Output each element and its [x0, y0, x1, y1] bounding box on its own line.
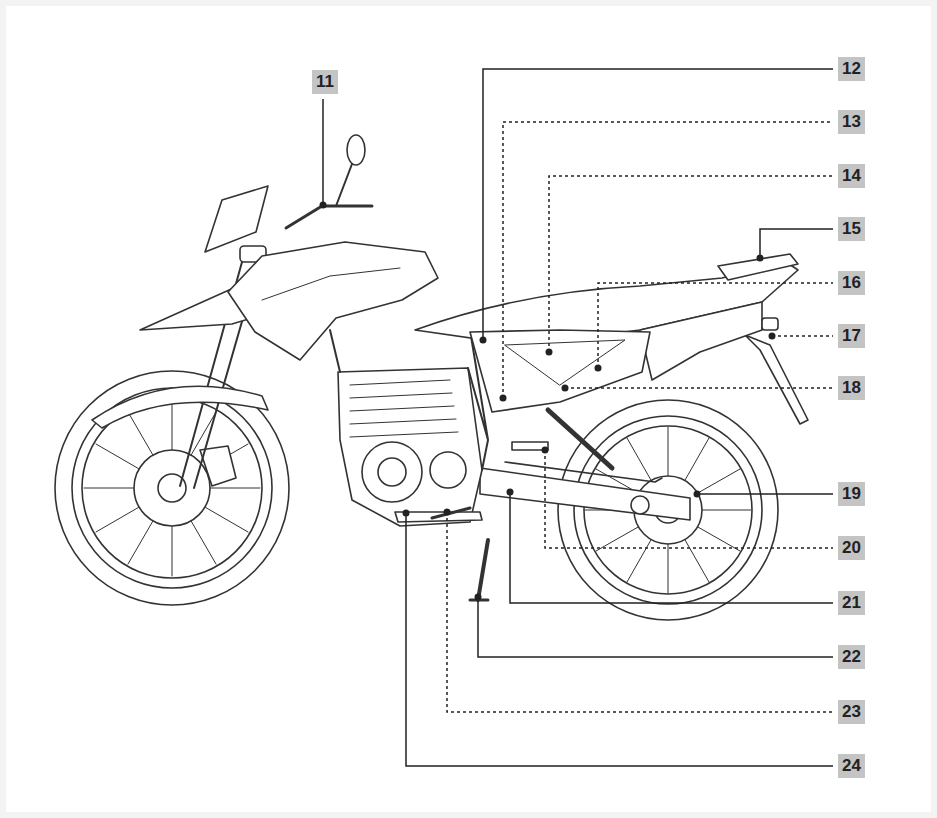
leader-line — [322, 99, 324, 205]
gear-pedal — [432, 508, 470, 518]
callout-number: 13 — [838, 110, 865, 134]
callout-number: 18 — [838, 376, 865, 400]
callout-number: 17 — [838, 324, 865, 348]
leader-line — [598, 283, 833, 368]
mirror-stem — [336, 164, 352, 206]
callout-number: 14 — [838, 164, 865, 188]
swingarm — [480, 468, 690, 520]
frame-tube — [330, 330, 488, 470]
leader-line — [447, 512, 833, 712]
leader-line — [503, 122, 833, 398]
leader-line — [760, 229, 833, 258]
engine-cover-center — [378, 458, 406, 486]
rear-shock — [548, 410, 612, 468]
side-cover-panel — [505, 340, 625, 385]
callout-number: 24 — [838, 754, 865, 778]
leader-line — [406, 513, 833, 766]
callout-number: 16 — [838, 271, 865, 295]
panel-ground — [6, 6, 931, 812]
leader-dot — [757, 255, 764, 262]
rear-signal — [762, 318, 778, 330]
leader-dot — [769, 333, 776, 340]
leader-line — [772, 335, 833, 337]
front-disc — [134, 450, 210, 526]
leader-dot — [475, 594, 482, 601]
leader-line — [565, 387, 833, 389]
leader-dot — [320, 202, 327, 209]
callout-number: 20 — [838, 536, 865, 560]
leader-line — [545, 450, 833, 548]
front-tire — [55, 371, 289, 605]
leader-lines — [323, 69, 833, 766]
side-stand — [478, 540, 488, 600]
mirror — [347, 135, 365, 165]
leader-dot — [694, 491, 701, 498]
leader-dot — [403, 510, 410, 517]
callout-number: 12 — [838, 57, 865, 81]
callout-number: 15 — [838, 217, 865, 241]
engine-block — [338, 368, 482, 526]
leader-dot — [507, 489, 514, 496]
handlebar — [286, 206, 372, 228]
windscreen — [205, 186, 268, 252]
leader-line — [478, 597, 833, 657]
leader-dot — [542, 447, 549, 454]
front-fender — [92, 386, 268, 428]
callout-number: 19 — [838, 482, 865, 506]
shroud-line — [262, 268, 400, 300]
rear-rack — [718, 254, 798, 280]
tail-section — [640, 302, 762, 380]
clutch-cover — [430, 452, 466, 488]
callout-number: 11 — [312, 70, 338, 94]
leader-line — [483, 69, 833, 340]
leader-dots — [320, 202, 776, 601]
leader-dot — [444, 509, 451, 516]
leader-dot — [546, 349, 553, 356]
leader-line — [697, 493, 833, 495]
callout-number: 23 — [838, 700, 865, 724]
leader-dot — [595, 365, 602, 372]
leader-dot — [562, 385, 569, 392]
leader-dot — [480, 337, 487, 344]
tank-shroud — [228, 242, 438, 360]
engine-cover — [362, 442, 422, 502]
callout-number: 22 — [838, 645, 865, 669]
leader-line — [549, 176, 833, 352]
rear-mudguard — [745, 335, 808, 424]
callout-number: 21 — [838, 591, 865, 615]
chain-guard — [505, 462, 662, 482]
cylinder-fins — [350, 380, 458, 437]
front-rim — [82, 398, 262, 578]
front-spokes — [84, 400, 260, 576]
side-cover — [470, 330, 650, 412]
axle-adjuster — [631, 496, 649, 514]
leader-dot — [500, 395, 507, 402]
leader-line — [510, 492, 833, 603]
